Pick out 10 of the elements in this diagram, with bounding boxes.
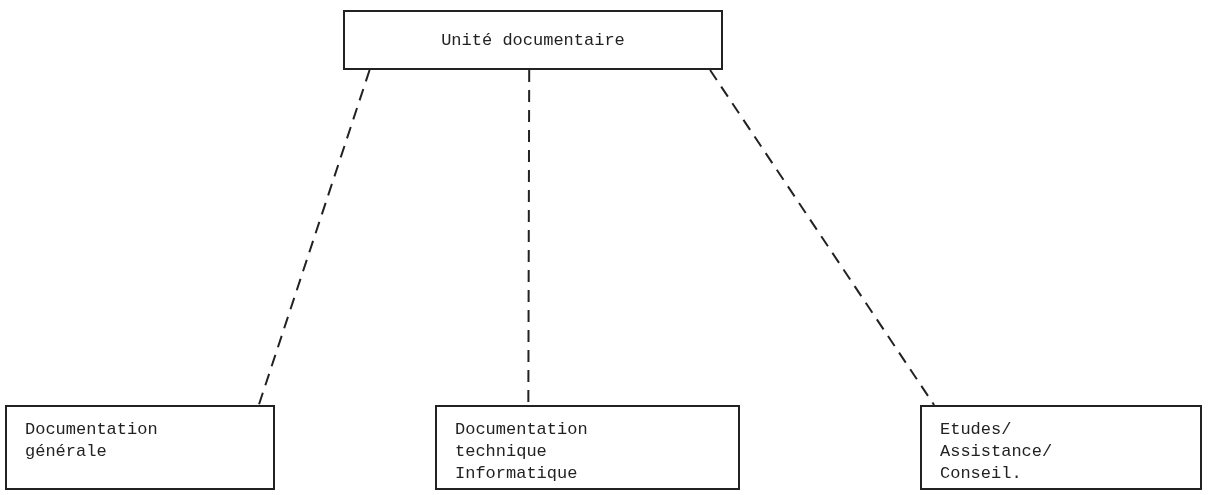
unit-name: Etudes/ Assistance/ Conseil. xyxy=(940,419,1054,485)
org-unit-box xyxy=(920,405,1202,490)
dashed-connector xyxy=(257,69,371,406)
unit-name: Documentation générale xyxy=(25,419,159,463)
org-unit-box xyxy=(343,10,723,70)
org-unit-box xyxy=(5,405,275,490)
unit-name: Documentation technique Informatique xyxy=(455,419,589,485)
org-unit-box xyxy=(435,405,740,490)
unit-name: Unité documentaire xyxy=(441,30,625,52)
dashed-connector xyxy=(709,69,936,406)
